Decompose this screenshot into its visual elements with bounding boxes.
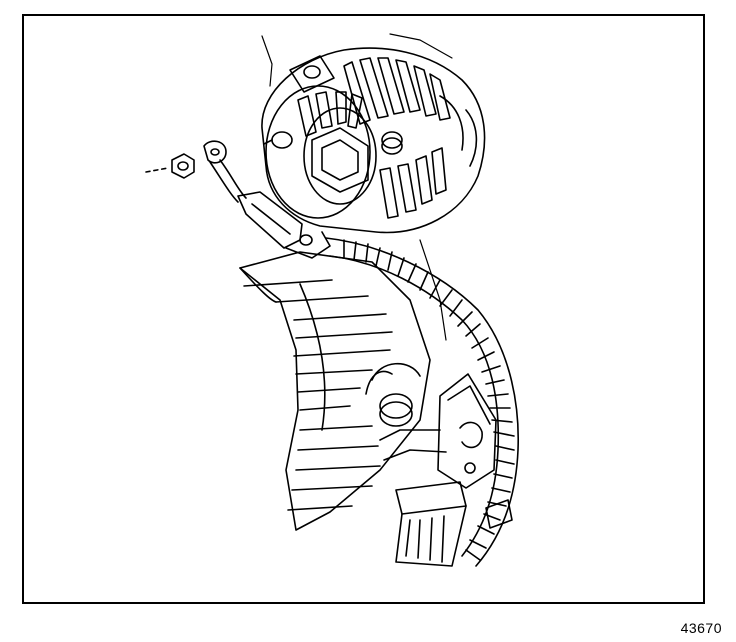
mounting-bolt-boss — [365, 362, 421, 427]
engine-block — [239, 251, 431, 531]
background-linework — [261, 33, 453, 341]
alternator — [261, 47, 486, 234]
figure-number: 43670 — [680, 620, 722, 636]
wiring-harness-conduit — [325, 237, 520, 567]
alternator-bracket — [379, 373, 497, 567]
battery-terminal-and-nut — [145, 140, 331, 259]
illustration-frame — [22, 14, 705, 604]
